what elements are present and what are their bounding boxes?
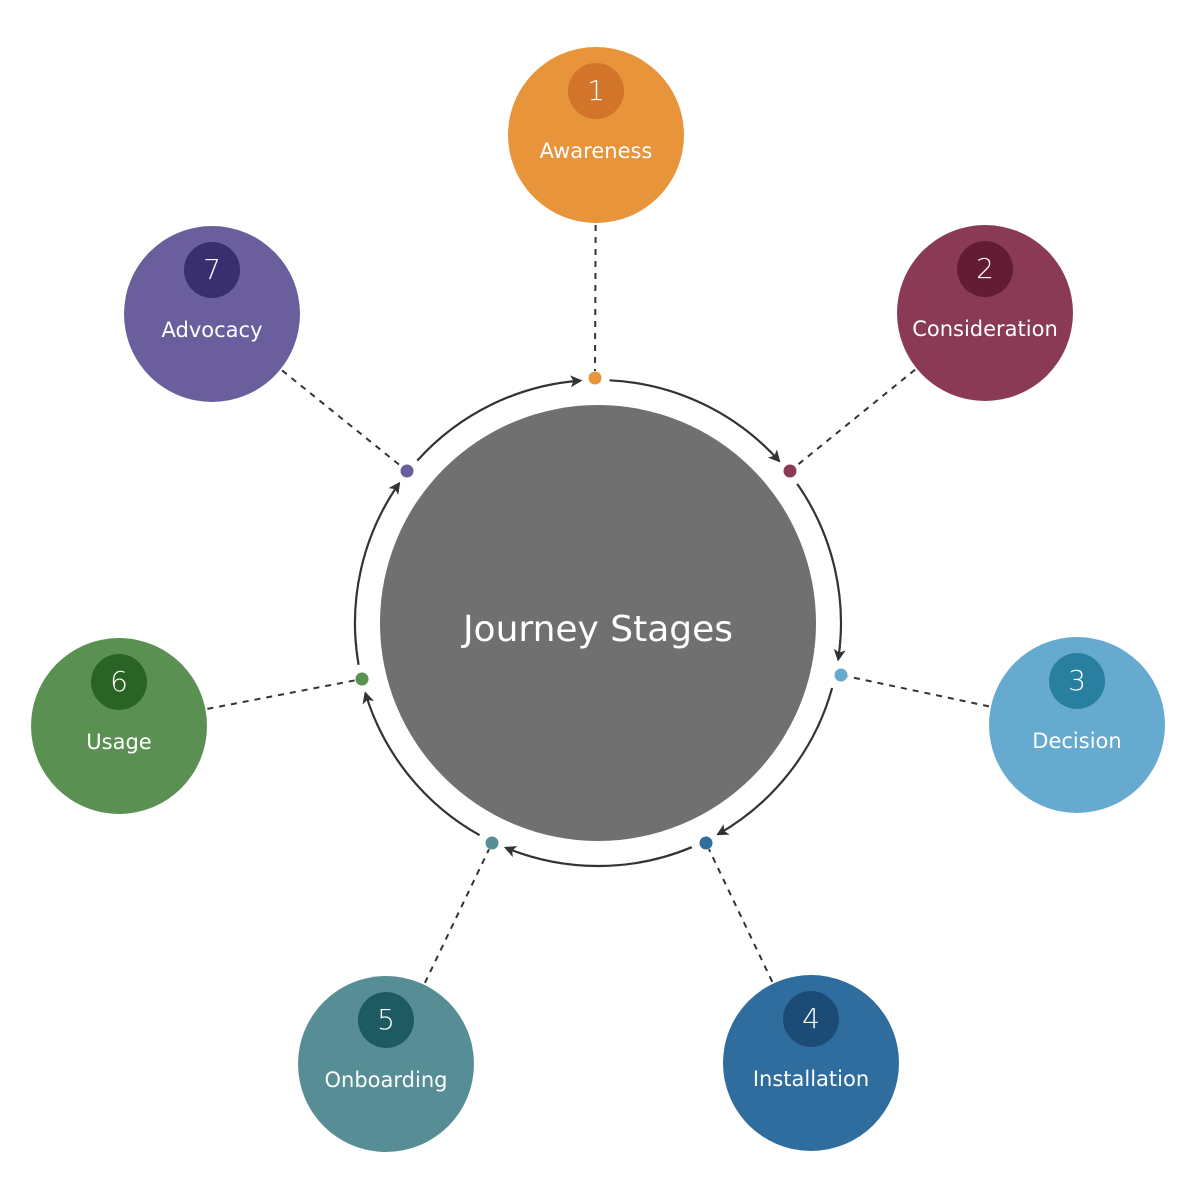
stage-number: 5	[377, 1003, 395, 1036]
cycle-arrow-onboarding	[362, 691, 481, 837]
stage-number-badge	[568, 63, 624, 119]
stage-number-badge	[91, 654, 147, 710]
stage-label: Installation	[753, 1067, 869, 1091]
stage-number: 3	[1068, 664, 1086, 697]
connector-usage	[207, 679, 356, 710]
stage-number: 2	[976, 252, 994, 285]
connector-advocacy	[281, 369, 403, 468]
cycle-dot-consideration	[783, 464, 797, 478]
cycle-arrow-advocacy	[416, 375, 583, 462]
cycle-dot-layer	[355, 371, 848, 850]
cycle-arrow-installation	[503, 846, 693, 868]
connector-consideration	[794, 368, 916, 468]
cycle-dot-usage	[355, 672, 369, 686]
connector-awareness	[594, 224, 597, 372]
stage-circle	[124, 226, 300, 402]
cycle-dot-awareness	[588, 371, 602, 385]
stage-label: Usage	[86, 730, 151, 754]
cycle-dot-installation	[699, 836, 713, 850]
connector-decision	[847, 675, 990, 708]
stage-number-badge	[1049, 653, 1105, 709]
center-label: Journey Stages	[461, 609, 733, 650]
stage-circle	[723, 975, 899, 1151]
cycle-dot-advocacy	[400, 464, 414, 478]
cycle-arrow-decision	[716, 687, 834, 836]
stage-number-badge	[184, 242, 240, 298]
stage-circle	[897, 225, 1073, 401]
connector-layer	[207, 224, 990, 984]
stage-circle	[508, 47, 684, 223]
stage-number: 4	[802, 1002, 820, 1035]
cycle-dot-onboarding	[485, 836, 499, 850]
stage-circle	[298, 976, 474, 1152]
connector-onboarding	[424, 848, 490, 984]
stage-label: Awareness	[540, 139, 653, 163]
cycle-dot-decision	[834, 668, 848, 682]
stage-label: Onboarding	[325, 1068, 448, 1092]
center-circle	[380, 405, 816, 841]
stage-label: Advocacy	[162, 318, 263, 342]
connector-installation	[708, 848, 774, 983]
cycle-arrow-awareness	[609, 379, 781, 463]
cycle-arc-layer	[353, 375, 846, 868]
stage-number: 1	[587, 74, 605, 107]
stage-label: Consideration	[912, 317, 1058, 341]
stage-label: Decision	[1032, 729, 1121, 753]
stage-circle	[31, 638, 207, 814]
stage-number: 6	[110, 665, 128, 698]
stage-number-badge	[957, 241, 1013, 297]
stage-number: 7	[203, 253, 221, 286]
stage-number-badge	[783, 991, 839, 1047]
stage-number-badge	[358, 992, 414, 1048]
cycle-arrow-consideration	[796, 483, 846, 662]
cycle-arrow-usage	[353, 481, 401, 665]
stage-circle	[989, 637, 1165, 813]
